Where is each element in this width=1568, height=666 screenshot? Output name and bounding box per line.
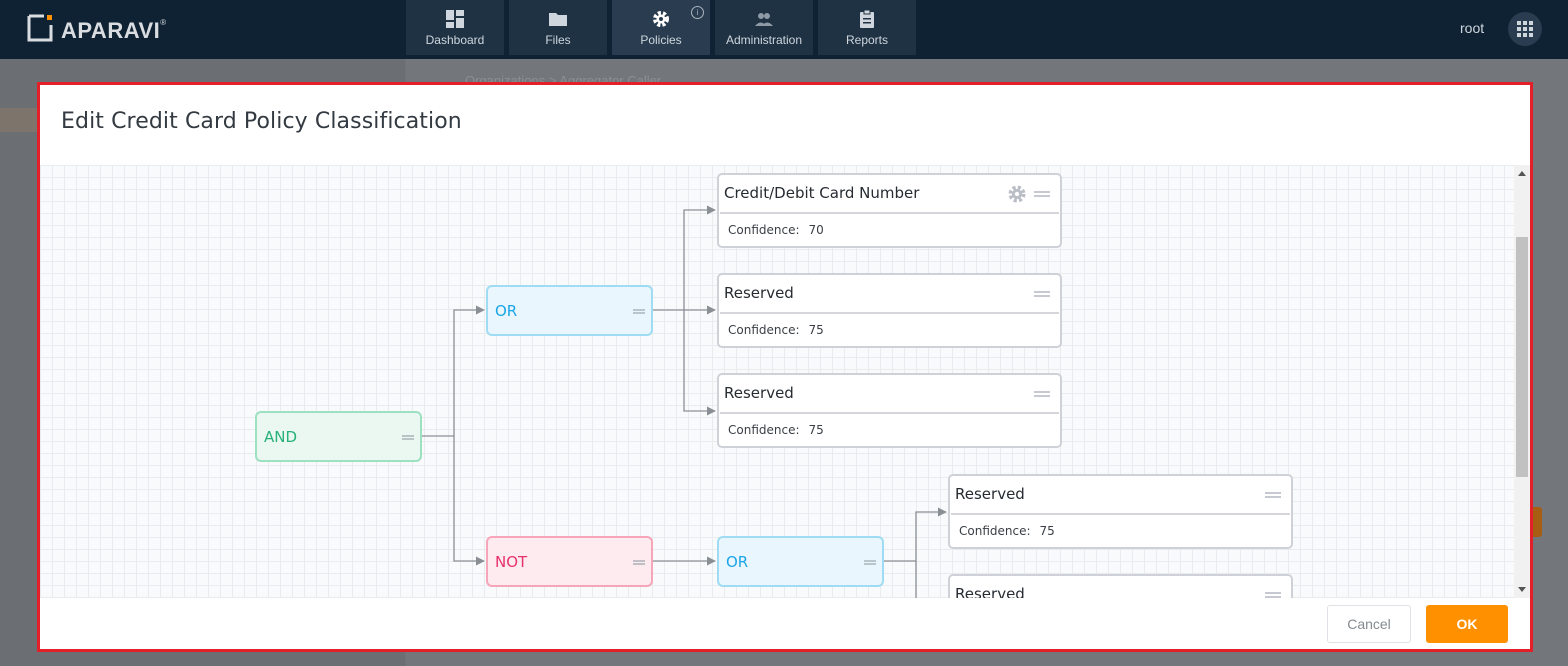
or-node-label: OR [726, 552, 749, 571]
scroll-thumb[interactable] [1516, 237, 1528, 477]
gear-icon[interactable] [1007, 184, 1027, 204]
clipboard-icon [860, 10, 874, 28]
nav-administration[interactable]: Administration [715, 0, 813, 55]
card-confidence: Confidence: 75 [728, 323, 824, 337]
and-node[interactable]: AND [255, 411, 422, 462]
dialog-title: Edit Credit Card Policy Classification [61, 109, 462, 134]
scroll-down-arrow-icon[interactable] [1518, 587, 1526, 592]
classification-card[interactable]: Reserved Confidence: 75 [948, 474, 1293, 549]
scroll-up-arrow-icon[interactable] [1518, 171, 1526, 176]
confidence-value: 75 [808, 423, 824, 437]
drag-handle-icon[interactable] [1034, 391, 1050, 397]
drag-handle-icon[interactable] [1265, 592, 1281, 598]
aparavi-logo[interactable]: APARAVI® [27, 12, 167, 44]
not-node[interactable]: NOT [486, 536, 653, 587]
edit-classification-dialog: Edit Credit Card Policy Classification A… [37, 82, 1533, 652]
card-title: Reserved [724, 384, 794, 402]
drag-handle-icon[interactable] [1265, 492, 1281, 498]
drag-handle-icon[interactable] [402, 435, 414, 440]
folder-icon [549, 13, 567, 26]
rule-tree-canvas[interactable]: AND OR NOT OR Credit/Debit Card Number C… [40, 165, 1514, 598]
nav-administration-label: Administration [725, 33, 803, 47]
nav-reports[interactable]: Reports [818, 0, 916, 55]
confidence-value: 70 [808, 223, 824, 237]
card-title: Reserved [955, 485, 1025, 503]
confidence-label: Confidence: [728, 223, 800, 237]
card-title: Credit/Debit Card Number [724, 184, 920, 202]
user-name[interactable]: root [1460, 20, 1485, 36]
nav-policies[interactable]: i Policies [612, 0, 710, 55]
app-launcher-button[interactable] [1508, 12, 1542, 46]
drag-handle-icon[interactable] [633, 309, 645, 314]
classification-card[interactable]: Credit/Debit Card Number Confidence: 70 [717, 173, 1062, 248]
confidence-value: 75 [1039, 524, 1055, 538]
not-node-label: NOT [495, 552, 528, 571]
canvas-scrollbar[interactable] [1514, 165, 1530, 598]
and-node-label: AND [264, 427, 298, 446]
main-nav: Dashboard Files i Policies Administratio… [406, 0, 916, 55]
dashboard-icon [446, 10, 464, 28]
info-icon[interactable]: i [691, 6, 704, 19]
nav-files-label: Files [545, 33, 571, 47]
nav-policies-label: Policies [640, 33, 682, 47]
or-node[interactable]: OR [486, 285, 653, 336]
classification-card[interactable]: Reserved Confidence: 75 [717, 273, 1062, 348]
nav-reports-label: Reports [845, 33, 889, 47]
card-divider [720, 412, 1059, 414]
confidence-label: Confidence: [728, 323, 800, 337]
or-node-label: OR [495, 301, 518, 320]
users-icon [755, 13, 773, 26]
card-divider [720, 212, 1059, 214]
brand-name: APARAVI® [61, 18, 167, 43]
cancel-button[interactable]: Cancel [1327, 605, 1411, 643]
drag-handle-icon[interactable] [864, 560, 876, 565]
card-confidence: Confidence: 70 [728, 223, 824, 237]
grid-icon [1517, 21, 1533, 37]
ok-button[interactable]: OK [1426, 605, 1508, 643]
gear-icon [653, 11, 669, 27]
nav-dashboard[interactable]: Dashboard [406, 0, 504, 55]
top-navigation-bar: APARAVI® Dashboard Files i Policies Admi… [0, 0, 1568, 59]
rule-connectors [422, 205, 947, 598]
card-confidence: Confidence: 75 [728, 423, 824, 437]
card-title: Reserved [955, 585, 1025, 598]
logo-mark-icon [27, 13, 53, 43]
confidence-value: 75 [808, 323, 824, 337]
nav-files[interactable]: Files [509, 0, 607, 55]
background-orange-button [1530, 507, 1542, 537]
nav-dashboard-label: Dashboard [425, 33, 485, 47]
or-node[interactable]: OR [717, 536, 884, 587]
confidence-label: Confidence: [959, 524, 1031, 538]
card-divider [720, 312, 1059, 314]
drag-handle-icon[interactable] [1034, 191, 1050, 197]
drag-handle-icon[interactable] [633, 560, 645, 565]
classification-card[interactable]: Reserved [948, 574, 1293, 598]
classification-card[interactable]: Reserved Confidence: 75 [717, 373, 1062, 448]
confidence-label: Confidence: [728, 423, 800, 437]
card-divider [951, 513, 1290, 515]
card-confidence: Confidence: 75 [959, 524, 1055, 538]
card-title: Reserved [724, 284, 794, 302]
drag-handle-icon[interactable] [1034, 291, 1050, 297]
